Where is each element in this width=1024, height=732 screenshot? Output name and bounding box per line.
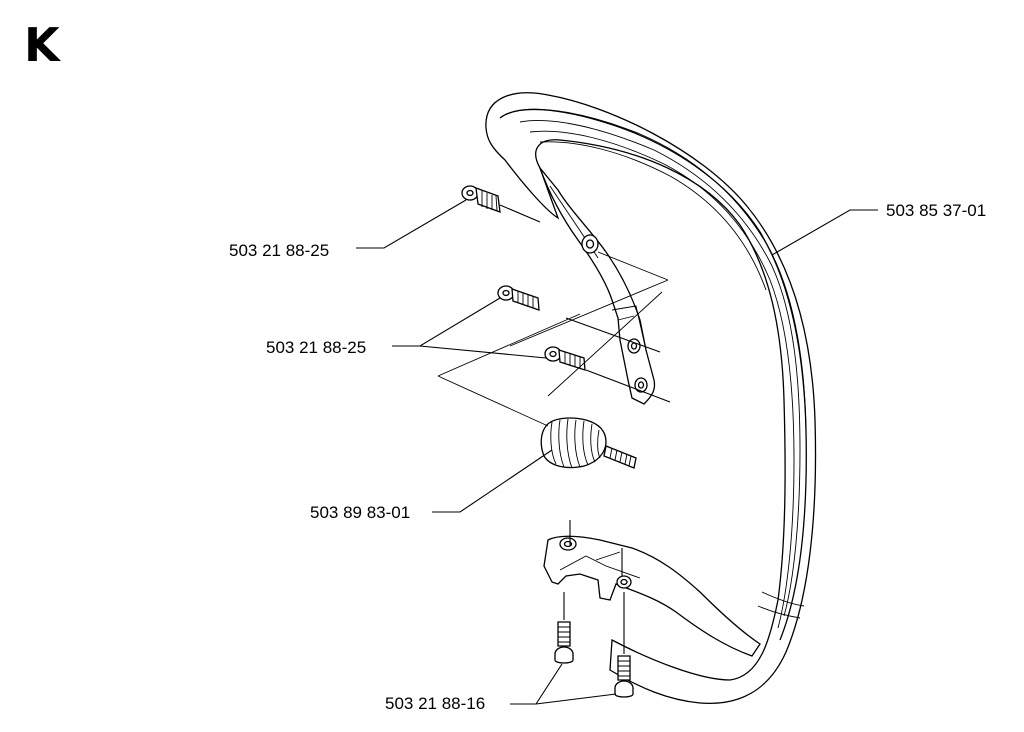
section-letter: K (24, 18, 60, 72)
leader-lines (356, 199, 878, 705)
screws-bottom-drawing (554, 520, 634, 698)
handlebar-drawing (485, 92, 817, 705)
label-screws-middle: 503 21 88-25 (266, 338, 366, 357)
screw-top-drawing (461, 185, 541, 223)
vibration-spring-drawing (437, 313, 637, 469)
label-vibration-spring: 503 89 83-01 (310, 503, 410, 522)
label-handlebar: 503 85 37-01 (886, 201, 986, 220)
screws-middle-drawing (497, 251, 671, 403)
label-screws-bottom: 503 21 88-16 (385, 694, 485, 713)
label-screw-top: 503 21 88-25 (229, 241, 329, 260)
